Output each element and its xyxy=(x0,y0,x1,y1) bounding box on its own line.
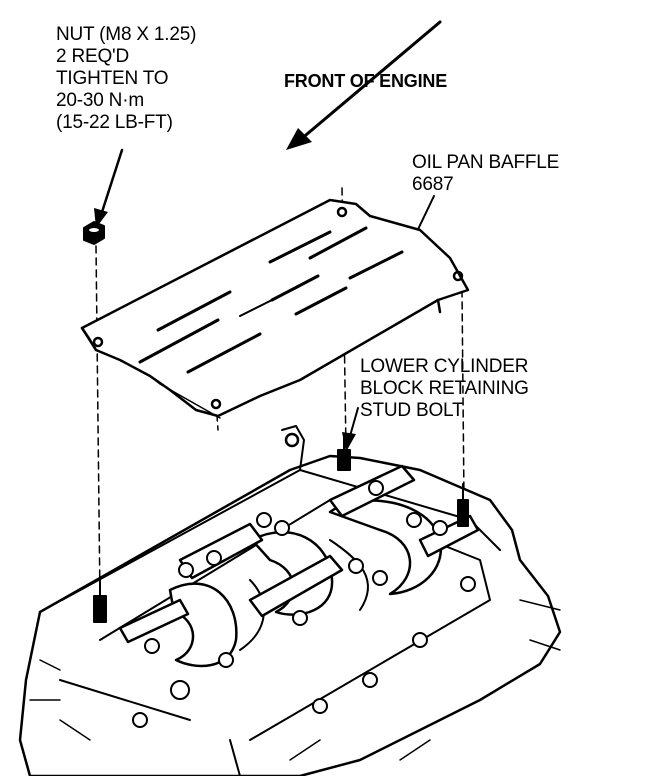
stud-bolt-leader-arrow xyxy=(342,407,359,452)
stud-bolt-line-3: STUD BOLT xyxy=(360,400,464,421)
nut-icon xyxy=(83,221,105,245)
oil-pan-baffle-line-2: 6687 xyxy=(412,174,454,195)
nut-callout-label: NUT (M8 X 1.25) 2 REQ'D TIGHTEN TO 20-30… xyxy=(56,24,196,134)
front-direction-arrow xyxy=(286,20,442,150)
oil-pan-baffle xyxy=(80,198,470,419)
lower-cylinder-block xyxy=(18,425,562,776)
oil-pan-baffle-label: OIL PAN BAFFLE 6687 xyxy=(412,152,559,196)
stud-bolt-label: LOWER CYLINDER BLOCK RETAINING STUD BOLT xyxy=(360,356,529,422)
nut-callout-line-5: (15-22 LB-FT) xyxy=(56,112,173,133)
nut-callout-line-2: 2 REQ'D xyxy=(56,46,129,67)
nut-callout-line-3: TIGHTEN TO xyxy=(56,68,169,89)
oil-pan-baffle-line-1: OIL PAN BAFFLE xyxy=(412,152,560,173)
nut-leader-arrow xyxy=(94,148,124,228)
stud-bolt-line-1: LOWER CYLINDER xyxy=(360,356,529,377)
nut-callout-line-1: NUT (M8 X 1.25) xyxy=(56,24,197,45)
nut-callout-line-4: 20-30 N·m xyxy=(56,90,144,111)
front-of-engine-label: FRONT OF ENGINE xyxy=(284,71,447,91)
stud-bolt-line-2: BLOCK RETAINING xyxy=(360,378,529,399)
